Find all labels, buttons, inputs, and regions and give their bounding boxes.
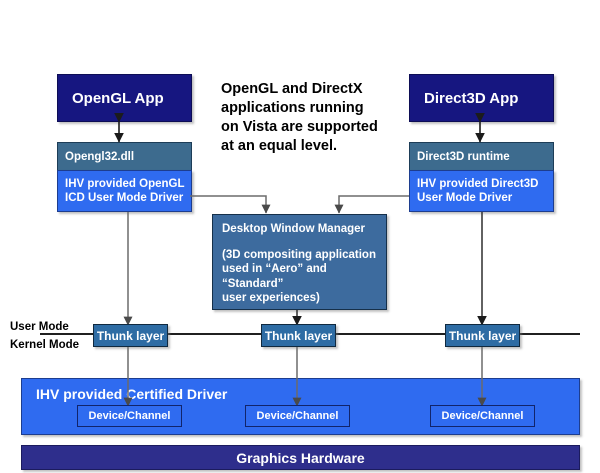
direct3d-runtime-box[interactable]: Direct3D runtime	[409, 142, 554, 170]
direct3d-user-mode-driver-box[interactable]: IHV provided Direct3D User Mode Driver	[409, 170, 554, 212]
kernel-mode-label: Kernel Mode	[10, 339, 80, 351]
device-channel-1-label: Device/Channel	[88, 410, 171, 422]
direct3d-app-label: Direct3D App	[424, 89, 519, 107]
graphics-hardware-label: Graphics Hardware	[236, 449, 365, 466]
thunk-layer-2-label: Thunk layer	[264, 328, 333, 343]
opengl-user-mode-driver-label: IHV provided OpenGL ICD User Mode Driver	[65, 178, 185, 204]
opengl32-dll-label: Opengl32.dll	[65, 150, 135, 163]
connector-d3d-umd-to-dwm	[334, 195, 409, 214]
direct3d-app-box[interactable]: Direct3D App	[409, 74, 554, 122]
opengl-user-mode-driver-box[interactable]: IHV provided OpenGL ICD User Mode Driver	[57, 170, 192, 212]
thunk-layer-1-label: Thunk layer	[96, 328, 165, 343]
device-channel-2-label: Device/Channel	[256, 410, 339, 422]
graphics-hardware-bar[interactable]: Graphics Hardware	[21, 445, 580, 470]
thunk-layer-2[interactable]: Thunk layer	[261, 324, 336, 347]
thunk-layer-3-label: Thunk layer	[448, 328, 517, 343]
dwm-description: (3D compositing application used in “Aer…	[222, 248, 376, 305]
thunk-layer-3[interactable]: Thunk layer	[445, 324, 520, 347]
thunk-layer-1[interactable]: Thunk layer	[93, 324, 168, 347]
connector-opengl-umd-to-dwm	[190, 195, 271, 214]
direct3d-user-mode-driver-label: IHV provided Direct3D User Mode Driver	[417, 178, 539, 204]
dwm-title: Desktop Window Manager	[222, 223, 366, 235]
user-mode-label: User Mode	[10, 321, 69, 333]
direct3d-runtime-label: Direct3D runtime	[417, 150, 510, 163]
device-channel-2[interactable]: Device/Channel	[245, 405, 350, 427]
desktop-window-manager-box[interactable]: Desktop Window Manager (3D compositing a…	[212, 214, 387, 310]
ihv-certified-driver-label: IHV provided Certified Driver	[36, 386, 228, 402]
device-channel-1[interactable]: Device/Channel	[77, 405, 182, 427]
opengl-app-label: OpenGL App	[72, 89, 164, 107]
opengl-app-box[interactable]: OpenGL App	[57, 74, 192, 122]
device-channel-3[interactable]: Device/Channel	[430, 405, 535, 427]
diagram-caption: OpenGL and DirectX applications running …	[221, 81, 378, 154]
dwm-spacer	[222, 237, 378, 248]
opengl32-dll-box[interactable]: Opengl32.dll	[57, 142, 192, 170]
device-channel-3-label: Device/Channel	[441, 410, 524, 422]
